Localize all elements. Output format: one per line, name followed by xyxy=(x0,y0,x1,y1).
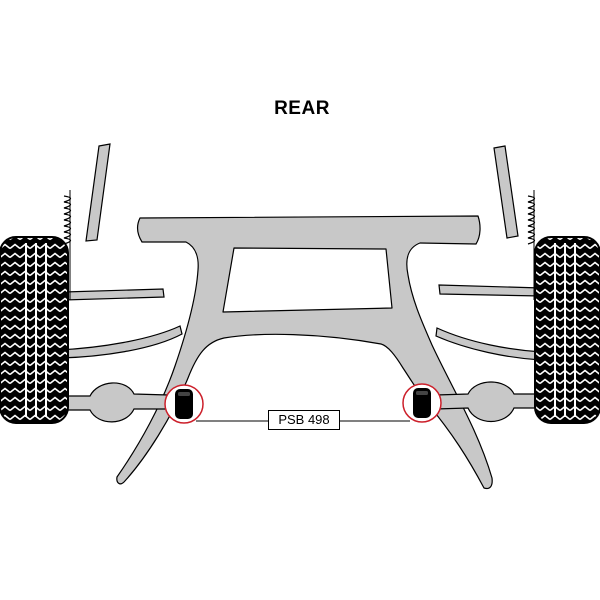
part-number-label: PSB 498 xyxy=(268,410,340,430)
upper-link-left xyxy=(85,143,111,242)
tyre-left-icon xyxy=(0,236,69,424)
trailing-link-right xyxy=(438,284,542,297)
subframe xyxy=(116,215,493,490)
upper-link-right xyxy=(493,145,519,239)
trailing-link-left xyxy=(63,288,165,301)
diagram-title: REAR xyxy=(274,98,330,119)
coil-spring-right-icon xyxy=(527,190,536,300)
coil-spring-left-icon xyxy=(63,190,72,300)
curved-link-left xyxy=(57,325,183,359)
tyre-right-icon xyxy=(534,236,600,424)
lower-arm-left xyxy=(65,382,169,423)
curved-link-right xyxy=(435,327,543,361)
bush-left-icon[interactable] xyxy=(164,384,204,424)
bush-right-icon[interactable] xyxy=(402,383,442,423)
